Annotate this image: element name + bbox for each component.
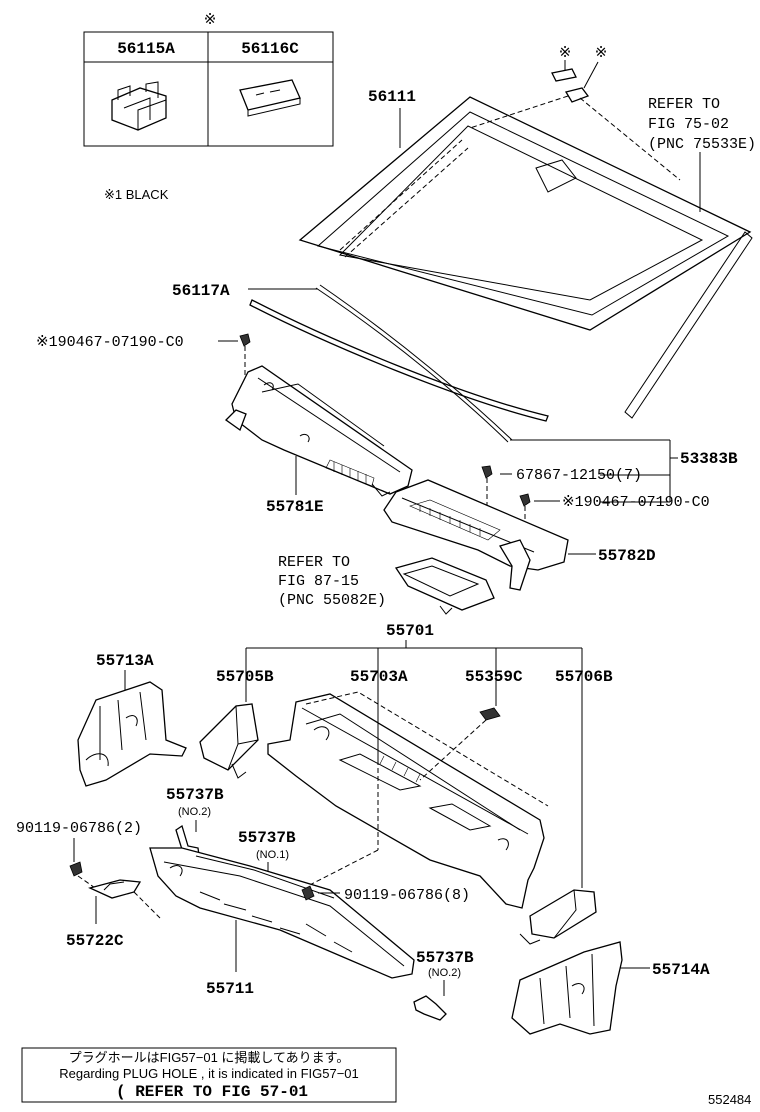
label-no2-upper: (NO.2) — [178, 806, 211, 818]
side-panel-55713a — [77, 681, 187, 787]
clip-lower-icon — [564, 87, 590, 103]
label-190467-a: ※190467-07190-C0 — [36, 334, 184, 351]
refer-75-line1: REFER TO — [648, 96, 720, 113]
label-53383b: 53383B — [680, 450, 738, 468]
weatherstrip-56117a — [249, 284, 549, 443]
plug-55359c-icon — [479, 707, 501, 721]
cowl-panel-55782d — [383, 479, 569, 591]
air-duct-icon — [394, 557, 495, 615]
label-55737b-no1: 55737B — [238, 829, 296, 847]
refer-87-line1: REFER TO — [278, 554, 350, 571]
cowl-panel-55711 — [149, 847, 415, 979]
refer-75-line3: (PNC 75533E) — [648, 136, 756, 153]
cowl-panel-55781e — [224, 365, 413, 497]
clip-67867-icon — [481, 465, 493, 479]
bracket-55706b — [519, 889, 597, 945]
label-55713a: 55713A — [96, 652, 154, 670]
label-56111: 56111 — [368, 88, 416, 106]
top-clips: ※ ※ — [469, 45, 681, 181]
label-55706b: 55706B — [555, 668, 613, 686]
header-table: ※ 56115A 56116C ※1 BLACK — [83, 12, 334, 202]
diagram-id: 552484 — [708, 1092, 751, 1107]
bracket-55705b — [199, 703, 259, 779]
side-panel-55714a — [511, 941, 623, 1035]
label-56117a: 56117A — [172, 282, 230, 300]
clip-190467-a-icon — [239, 333, 251, 347]
seal-55737b-no2-lower — [413, 995, 447, 1021]
label-67867: 67867-12150(7) — [516, 467, 642, 484]
header-col-56115a: 56115A — [117, 40, 175, 58]
label-55737b-no2-upper: 55737B — [166, 786, 224, 804]
label-55701: 55701 — [386, 622, 434, 640]
mark-b: ※ — [595, 45, 608, 62]
clip-190467-b-icon — [519, 493, 531, 507]
label-90119-2: 90119-06786(2) — [16, 820, 142, 837]
bracket-55722c — [88, 879, 142, 899]
bolt-90119-8-icon — [301, 885, 315, 901]
label-55703a: 55703A — [350, 668, 408, 686]
header-mark: ※ — [204, 12, 217, 29]
refer-75-line2: FIG 75-02 — [648, 116, 729, 133]
header-col-56116c: 56116C — [241, 40, 299, 58]
clip-56116c-icon — [239, 79, 301, 117]
refer-87-line3: (PNC 55082E) — [278, 592, 386, 609]
clip-56115a-icon — [111, 81, 167, 131]
label-55711: 55711 — [206, 980, 254, 998]
label-55737b-no2-lower: 55737B — [416, 949, 474, 967]
footer-note: プラグホールはFIG57−01 に掲載してあります。 Regarding PLU… — [21, 1047, 397, 1103]
clip-upper-icon — [551, 68, 577, 82]
footer-note-en: Regarding PLUG HOLE , it is indicated in… — [59, 1066, 359, 1081]
label-55782d: 55782D — [598, 547, 656, 565]
mark-a: ※ — [559, 45, 572, 62]
footer-note-refer: ( REFER TO FIG 57-01 — [116, 1083, 308, 1101]
label-no2-lower: (NO.2) — [428, 967, 461, 979]
cowl-panel-55703a — [267, 691, 549, 909]
footer-note-jp: プラグホールはFIG57−01 に掲載してあります。 — [69, 1050, 350, 1065]
label-190467-b: ※190467-07190-C0 — [562, 494, 710, 511]
refer-87-line2: FIG 87-15 — [278, 573, 359, 590]
label-55705b: 55705B — [216, 668, 274, 686]
legend-black: ※1 BLACK — [104, 187, 169, 202]
label-55714a: 55714A — [652, 961, 710, 979]
windshield-glass — [298, 96, 753, 419]
bolt-90119-2-icon — [69, 861, 83, 877]
label-90119-8: 90119-06786(8) — [344, 887, 470, 904]
label-55359c: 55359C — [465, 668, 523, 686]
label-55781e: 55781E — [266, 498, 324, 516]
label-55722c: 55722C — [66, 932, 124, 950]
label-no1: (NO.1) — [256, 849, 289, 861]
